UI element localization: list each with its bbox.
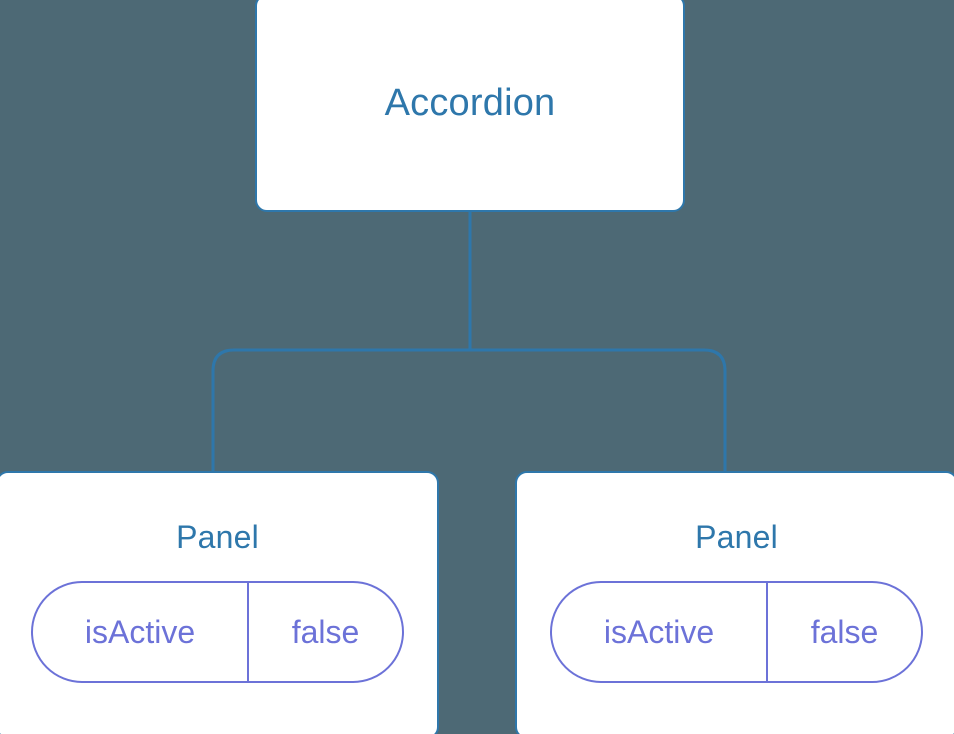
node-panel-2[interactable]: Panel isActive false xyxy=(515,471,954,734)
state-key: isActive xyxy=(603,614,715,650)
state-value: false xyxy=(247,583,402,681)
state-value: false xyxy=(766,583,921,681)
node-title: Accordion xyxy=(384,82,556,124)
state-pill: isActive false xyxy=(550,581,923,683)
node-title: Panel xyxy=(176,519,259,555)
edge-branch-right xyxy=(470,348,727,475)
node-title: Panel xyxy=(695,519,778,555)
node-accordion[interactable]: Accordion xyxy=(255,0,685,212)
edge-branch-left xyxy=(211,348,470,475)
state-pill: isActive false xyxy=(31,581,404,683)
node-panel-1[interactable]: Panel isActive false xyxy=(0,471,439,734)
state-key: isActive xyxy=(84,614,196,650)
